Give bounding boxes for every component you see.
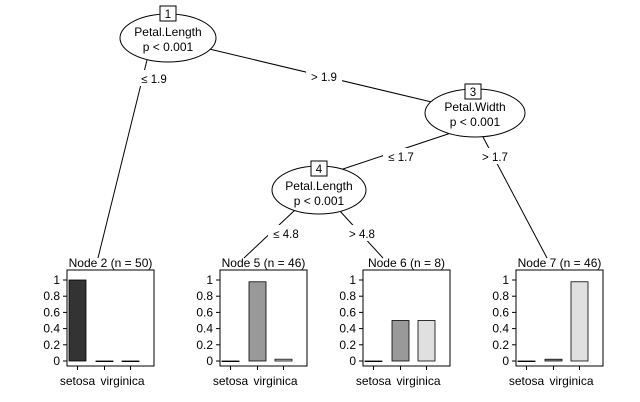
panel-title: Node 2 (n = 50) xyxy=(69,256,153,270)
panel-title: Node 6 (n = 8) xyxy=(368,256,445,270)
bar-versicolor xyxy=(95,360,114,363)
x-tick-label: setosa xyxy=(60,374,96,388)
y-tick-label: 0 xyxy=(349,354,356,368)
terminal-nodes: Node 2 (n = 50) 0 0.2 0.4 0.6 0.8 1 setosa virgi… xyxy=(43,256,604,388)
x-tick-label: virginica xyxy=(253,374,297,388)
edge-label-le-1.9: ≤ 1.9 xyxy=(141,74,167,86)
y-tick-label: 0.2 xyxy=(339,338,356,352)
x-tick-label: setosa xyxy=(213,374,249,388)
y-tick-label: 0.6 xyxy=(339,305,356,319)
y-tick-label: 0.6 xyxy=(492,305,509,319)
y-tick-label: 0.6 xyxy=(196,305,213,319)
bar-virginica xyxy=(570,281,589,362)
y-tick-label: 0 xyxy=(502,354,509,368)
inner-node-3: 3 Petal.Width p < 0.001 xyxy=(424,83,526,138)
bar-versicolor xyxy=(391,320,410,362)
edge-node1-node2 xyxy=(97,59,148,259)
y-tick-label: 0.4 xyxy=(43,322,60,336)
terminal-node-panel: Node 5 (n = 46) 0 0.2 0.4 0.6 0.8 1 setosa virgi… xyxy=(196,256,308,388)
split-variable: Petal.Length xyxy=(285,179,352,193)
x-tick-label: setosa xyxy=(356,374,392,388)
x-tick-label: virginica xyxy=(396,374,440,388)
node-id-1: 1 xyxy=(165,9,171,21)
node-id-4: 4 xyxy=(316,164,323,176)
y-tick-label: 0.2 xyxy=(492,338,509,352)
y-tick-label: 0 xyxy=(206,354,213,368)
y-tick-label: 0.8 xyxy=(339,289,356,303)
panel-frame xyxy=(219,269,308,367)
panel-title: Node 7 (n = 46) xyxy=(518,256,602,270)
y-tick-label: 1 xyxy=(349,273,356,287)
split-variable: Petal.Width xyxy=(444,100,505,114)
inner-node-1: 1 Petal.Length p < 0.001 xyxy=(119,5,217,63)
panel-frame xyxy=(66,269,155,367)
split-variable: Petal.Length xyxy=(134,25,201,39)
edge-label-gt-1.9: > 1.9 xyxy=(311,72,337,84)
terminal-node-panel: Node 6 (n = 8) 0 0.2 0.4 0.6 0.8 1 setosa virgin… xyxy=(339,256,451,388)
y-tick-label: 0.4 xyxy=(339,322,356,336)
y-tick-label: 0.4 xyxy=(196,322,213,336)
edge-labels: ≤ 1.9 > 1.9 ≤ 1.7 > 1.7 ≤ 4.8 > 4.8 xyxy=(136,68,513,241)
x-tick-label: virginica xyxy=(100,374,144,388)
bar-virginica xyxy=(121,360,140,363)
bar-virginica xyxy=(274,358,293,362)
edge-label-gt-4.8: > 4.8 xyxy=(349,229,375,241)
edge-label-le-1.7: ≤ 1.7 xyxy=(388,152,414,164)
edge-label-le-4.8: ≤ 4.8 xyxy=(273,229,299,241)
panel-title: Node 5 (n = 46) xyxy=(222,256,306,270)
y-tick-label: 0.8 xyxy=(196,289,213,303)
y-tick-label: 0 xyxy=(53,354,60,368)
y-tick-label: 0.2 xyxy=(43,338,60,352)
p-value: p < 0.001 xyxy=(294,194,345,208)
y-tick-label: 0.2 xyxy=(196,338,213,352)
y-tick-label: 0.8 xyxy=(492,289,509,303)
bar-virginica xyxy=(417,320,436,362)
terminal-node-panel: Node 2 (n = 50) 0 0.2 0.4 0.6 0.8 1 setosa virgi… xyxy=(43,256,155,388)
y-tick-label: 1 xyxy=(206,273,213,287)
y-tick-label: 0.4 xyxy=(492,322,509,336)
node-id-3: 3 xyxy=(470,87,476,99)
y-tick-label: 1 xyxy=(53,273,60,287)
terminal-node-panel: Node 7 (n = 46) 0 0.2 0.4 0.6 0.8 1 setosa virgi… xyxy=(492,256,604,388)
inner-node-4: 4 Petal.Length p < 0.001 xyxy=(271,160,367,215)
bar-setosa xyxy=(68,279,87,362)
p-value: p < 0.001 xyxy=(143,40,194,54)
panel-frame xyxy=(362,269,451,367)
edge-label-gt-1.7: > 1.7 xyxy=(482,152,508,164)
bar-setosa xyxy=(221,360,240,363)
y-tick-label: 1 xyxy=(502,273,509,287)
bar-versicolor xyxy=(544,358,563,362)
p-value: p < 0.001 xyxy=(450,115,501,129)
y-tick-label: 0.8 xyxy=(43,289,60,303)
x-tick-label: setosa xyxy=(509,374,545,388)
bar-setosa xyxy=(364,360,383,363)
y-tick-label: 0.6 xyxy=(43,305,60,319)
x-tick-label: virginica xyxy=(549,374,593,388)
panel-frame xyxy=(515,269,604,367)
bar-setosa xyxy=(517,360,536,363)
bar-versicolor xyxy=(248,281,267,362)
